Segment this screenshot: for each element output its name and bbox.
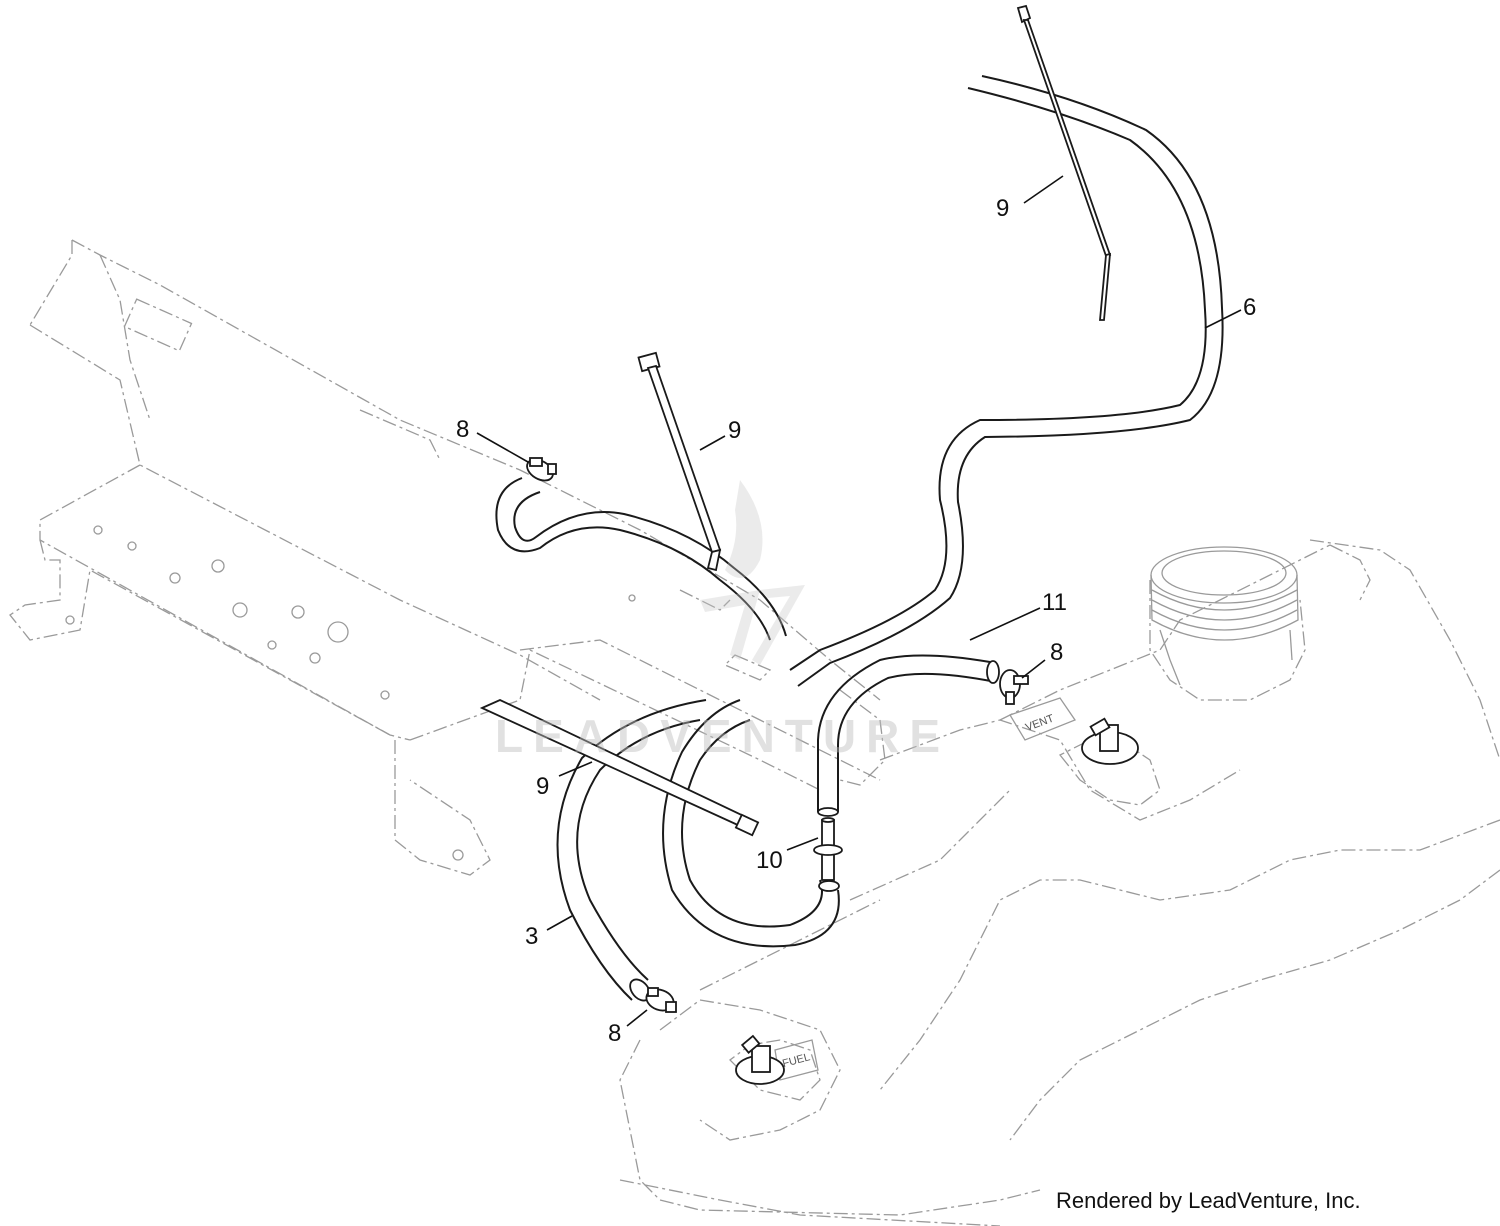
vent-hose-6 — [789, 75, 1224, 687]
frame-phantom — [9, 239, 886, 876]
hose-clamp-bottom — [645, 987, 677, 1013]
callout-tie-lower: 9 — [536, 773, 549, 800]
callout-clamp-right: 8 — [1050, 639, 1063, 666]
leadventure-watermark: LEADVENTURE — [495, 480, 950, 762]
vent-hose-upper-left — [495, 477, 787, 641]
tank-vent-fitting-lower — [735, 1034, 785, 1085]
tank-vent-fitting-upper — [1081, 717, 1139, 765]
cable-tie-middle — [637, 351, 722, 572]
vent-hose-11 — [817, 654, 1000, 817]
callout-tie-top: 9 — [996, 195, 1009, 222]
callout-clamp-bottom: 8 — [608, 1020, 621, 1047]
callout-tie-middle: 9 — [728, 417, 741, 444]
callout-group: 9 6 8 9 11 8 9 10 3 8 — [456, 175, 1256, 1047]
vent-hose-3 — [556, 699, 707, 1002]
callout-hose-6: 6 — [1243, 294, 1256, 321]
hose-clamp-right — [999, 669, 1029, 705]
callout-clamp-upper-left: 8 — [456, 416, 469, 443]
tank-vent-label: VENT — [1024, 713, 1056, 734]
fuel-filler-neck — [1150, 546, 1299, 686]
cable-tie-top — [1016, 4, 1112, 321]
cable-tie-lower — [479, 699, 760, 837]
vent-fitting-10 — [813, 817, 843, 881]
callout-fitting-10: 10 — [756, 847, 783, 874]
tank-fuel-label: FUEL — [781, 1051, 811, 1070]
watermark-text: LEADVENTURE — [495, 710, 950, 762]
render-credit: Rendered by LeadVenture, Inc. — [1056, 1188, 1361, 1213]
callout-hose-3: 3 — [525, 923, 538, 950]
hose-clamp-upper-left — [526, 457, 557, 482]
vent-hose-loop — [662, 699, 840, 948]
callout-hose-11: 11 — [1042, 589, 1067, 616]
